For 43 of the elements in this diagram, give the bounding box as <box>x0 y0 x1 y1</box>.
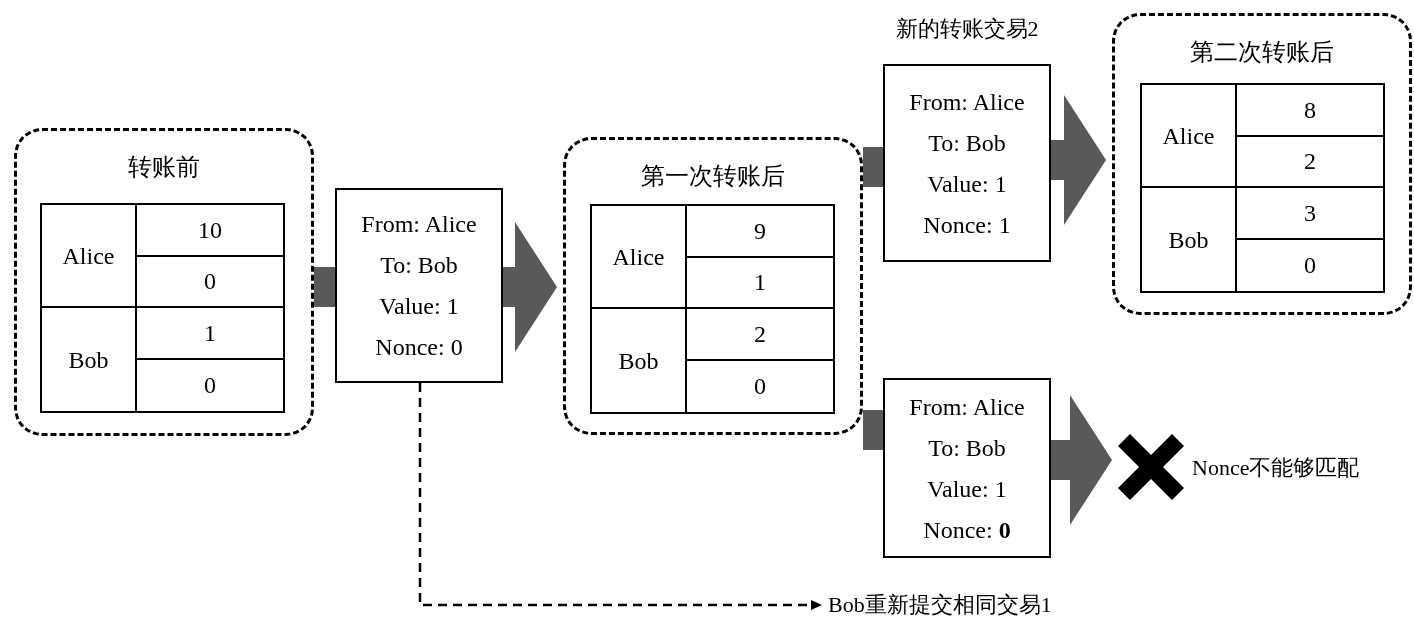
account-name-cell: Alice <box>42 205 137 308</box>
nonce-cell: 2 <box>1237 136 1383 188</box>
nonce-cell: 1 <box>687 257 833 309</box>
group-title: 第一次转账后 <box>640 162 786 191</box>
transaction-field: From: Alice <box>361 209 477 239</box>
transaction-field: To: Bob <box>928 432 1006 463</box>
transaction-heading: 新的转账交易2 <box>895 15 1039 43</box>
transaction-field: From: Alice <box>909 391 1025 422</box>
group-title: 转账前 <box>127 153 201 182</box>
account-name-cell: Bob <box>592 309 687 412</box>
dashed-group-frame <box>14 128 314 436</box>
balance-cell: 10 <box>137 205 283 257</box>
nonce-cell-text: 0 <box>1303 251 1317 281</box>
balance-cell: 3 <box>1237 188 1383 240</box>
account-name-cell: Alice <box>1142 85 1237 188</box>
account-name-cell: Bob <box>1142 188 1237 291</box>
balance-cell: 2 <box>687 309 833 361</box>
nonce-cell-text: 0 <box>753 372 767 402</box>
nonce-cell: 0 <box>137 256 283 308</box>
dashed-arrow <box>418 383 822 610</box>
balance-cell: 9 <box>687 206 833 258</box>
transaction-field: From: Alice <box>909 86 1025 117</box>
transaction-field: Nonce: 1 <box>923 209 1011 240</box>
dashed-group-frame <box>1112 13 1412 315</box>
account-name-cell: Bob <box>42 308 137 411</box>
note-text: Nonce不能够匹配 <box>1192 453 1360 482</box>
transaction-field: To: Bob <box>380 250 458 280</box>
transaction-field: Nonce: 0 <box>375 332 463 362</box>
block-arrow <box>503 222 557 352</box>
transaction-field: Value: 1 <box>379 291 459 321</box>
block-arrow <box>1051 95 1106 225</box>
dashed-group-frame <box>563 137 863 435</box>
balance-cell: 1 <box>137 308 283 360</box>
group-title: 第二次转账后 <box>1189 38 1335 67</box>
transaction-field: Value: 1 <box>927 473 1007 504</box>
transaction-field: Value: 1 <box>927 168 1007 199</box>
balance-cell: 8 <box>1237 85 1383 137</box>
transaction-field: Nonce: 0 <box>923 514 1011 545</box>
account-name-cell: Alice <box>592 206 687 309</box>
note-text: Bob重新提交相同交易1 <box>828 590 1052 618</box>
nonce-cell-text: 0 <box>203 371 217 401</box>
block-arrow <box>1051 395 1112 525</box>
transaction-field: To: Bob <box>928 127 1006 158</box>
